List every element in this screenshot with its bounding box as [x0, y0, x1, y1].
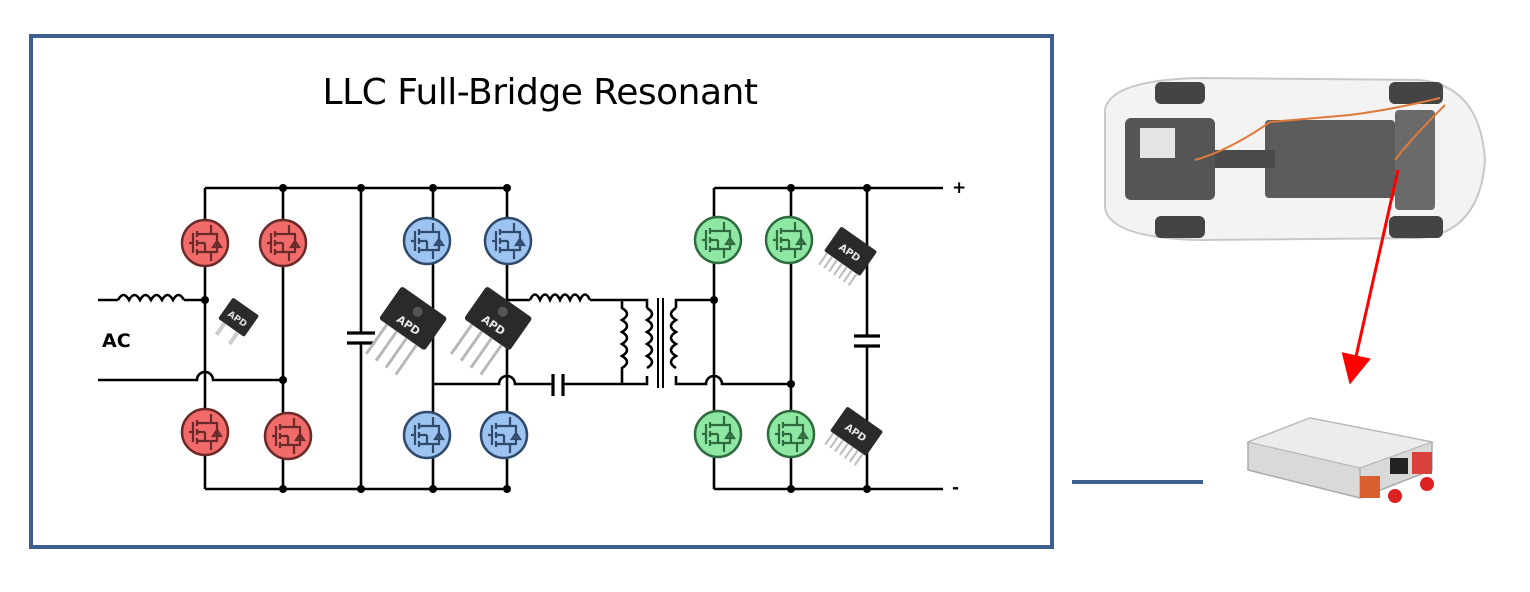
primary-mosfet-high-1-icon	[402, 216, 452, 266]
transformer-core	[657, 298, 664, 388]
dc-link-cap	[347, 331, 375, 345]
junction-dot	[787, 485, 795, 493]
ev-chassis-image	[1104, 76, 1487, 242]
junction-dot	[279, 376, 287, 384]
output-cap	[854, 334, 880, 348]
res-line-bottom	[433, 374, 622, 386]
pfc-mosfet-high-1-icon	[180, 218, 230, 268]
resonant-inductor	[528, 293, 592, 304]
junction-dot	[357, 485, 365, 493]
secondary-mosfet-high-1-icon	[693, 215, 743, 265]
junction-dot	[279, 485, 287, 493]
to263-package-1: APD	[818, 227, 877, 286]
diagram-frame	[29, 34, 1054, 549]
magnetizing-inductor	[619, 300, 629, 384]
d2pak-package: APD	[214, 298, 259, 346]
to247-package-1: APD	[365, 287, 447, 376]
diagram-title: LLC Full-Bridge Resonant	[322, 72, 758, 113]
secondary-mosfet-high-2-icon	[764, 215, 814, 265]
junction-dot	[279, 184, 287, 192]
junction-dot	[429, 485, 437, 493]
secondary-mosfet-low-1-icon	[693, 409, 743, 459]
output-negative-label: -	[952, 478, 960, 498]
junction-dot	[863, 485, 871, 493]
resonant-cap	[551, 374, 565, 396]
secondary-mosfet-low-2-icon	[766, 409, 816, 459]
junction-dot	[201, 296, 209, 304]
charger-image	[1245, 417, 1435, 503]
transformer-secondary	[669, 306, 679, 370]
primary-mosfet-low-2-icon	[479, 410, 529, 460]
to247-package-2: APD	[450, 287, 532, 376]
primary-mosfet-low-1-icon	[402, 410, 452, 460]
junctions	[201, 184, 871, 493]
ac-input-label: AC	[102, 330, 131, 352]
primary-winding-link	[622, 298, 649, 386]
pfc-mosfet-high-2-icon	[258, 218, 308, 268]
primary-mosfet-high-2-icon	[483, 216, 533, 266]
junction-dot	[787, 380, 795, 388]
transformer-primary	[644, 306, 654, 370]
junction-dot	[429, 184, 437, 192]
junction-dot	[787, 184, 795, 192]
junction-dot	[710, 296, 718, 304]
pfc-mosfet-low-1-icon	[180, 407, 230, 457]
junction-dot	[863, 184, 871, 192]
pfc-mosfet-low-2-icon	[263, 411, 313, 461]
secondary-link	[674, 298, 791, 386]
junction-dot	[503, 184, 511, 192]
pointer-arrow	[1341, 169, 1400, 385]
junction-dot	[503, 485, 511, 493]
inductor-input	[116, 293, 186, 303]
ac-line-bottom	[98, 370, 283, 382]
output-positive-label: +	[952, 178, 967, 198]
to263-package-2: APD	[824, 407, 883, 466]
junction-dot	[357, 184, 365, 192]
